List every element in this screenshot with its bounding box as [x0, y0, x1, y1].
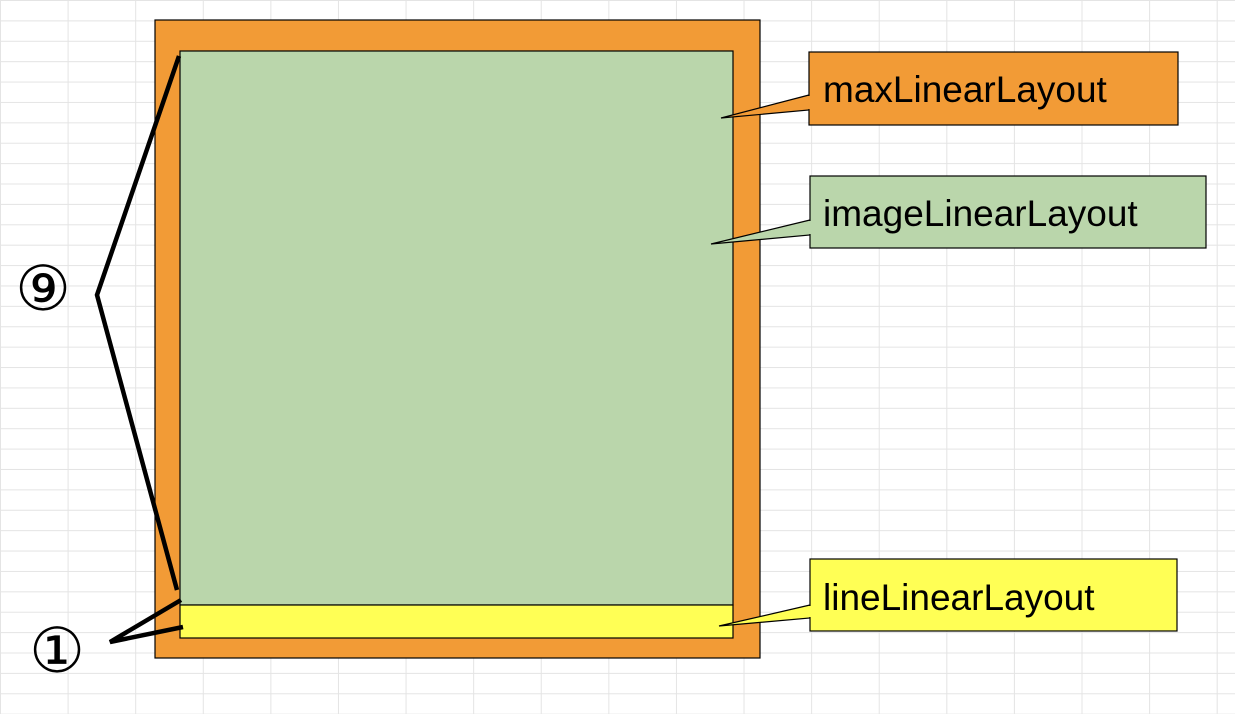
max-callout-box: [808, 51, 1179, 126]
line-linear-layout-label: lineLinearLayout: [823, 577, 1095, 618]
line-weight-marker: ①: [29, 614, 85, 687]
image-weight-bracket: [94, 55, 182, 591]
image-linear-layout-box: [179, 50, 734, 606]
max-linear-layout-label: maxLinearLayout: [823, 69, 1108, 110]
line-linear-layout-callout: lineLinearLayout: [718, 558, 1178, 632]
line-linear-layout-box: [179, 604, 734, 639]
line-callout-box: [809, 558, 1178, 632]
image-linear-layout-callout: imageLinearLayout: [710, 175, 1207, 249]
image-callout-box: [809, 175, 1207, 249]
image-weight-marker: ⑨: [15, 252, 71, 325]
line-weight-bracket: [108, 598, 184, 645]
max-linear-layout-callout: maxLinearLayout: [720, 51, 1179, 126]
image-linear-layout-label: imageLinearLayout: [823, 193, 1138, 234]
